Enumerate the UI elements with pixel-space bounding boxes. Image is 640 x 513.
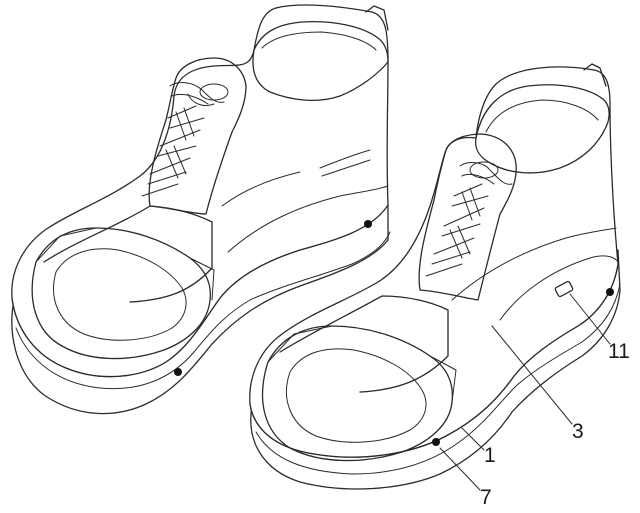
right-shoe-heel-counter [500, 256, 618, 320]
left-shoe-heel-dot [364, 220, 372, 228]
left-shoe-tongue [149, 58, 246, 214]
label-7: 7 [480, 486, 492, 509]
left-shoe-sole-band [16, 232, 390, 389]
right-shoe-collar [476, 85, 610, 173]
right-shoe-laces [426, 162, 512, 276]
right-shoe-sole-band [256, 284, 620, 474]
leader-11 [570, 294, 610, 344]
left-shoe-collar-lining [262, 32, 376, 50]
right-shoe-heel-dot [606, 288, 614, 296]
right-shoe [250, 64, 620, 489]
left-shoe-quarter-seam [228, 186, 388, 252]
component-7-dot [432, 438, 440, 446]
right-shoe-heel-tab [584, 64, 606, 86]
leader-1 [462, 428, 484, 450]
left-shoe-side-stripe [222, 150, 370, 206]
leader-7 [440, 448, 480, 490]
left-shoe-collar [253, 22, 388, 101]
leader-3 [492, 326, 572, 424]
label-3: 3 [572, 420, 584, 443]
right-shoe-tongue [419, 134, 516, 300]
left-shoe-toe-inner [54, 249, 187, 340]
right-shoe-collar-lining [486, 100, 598, 132]
left-shoe [12, 5, 390, 414]
left-shoe-laces [142, 83, 228, 196]
callouts: 11 3 1 7 [440, 294, 630, 509]
left-shoe-upper [12, 5, 388, 377]
left-shoe-side-panel [44, 206, 212, 302]
right-shoe-toe-inner [286, 349, 426, 442]
right-shoe-quarter-seam [452, 228, 616, 300]
right-shoe-toe-strap [268, 326, 456, 402]
left-shoe-heel-tab [366, 6, 388, 30]
left-shoe-toe-dot [174, 368, 182, 376]
left-shoe-toe-strap [36, 228, 214, 300]
label-11: 11 [608, 340, 630, 363]
label-1: 1 [484, 444, 496, 467]
component-11-slot [555, 281, 574, 297]
right-shoe-side-panel [280, 296, 448, 392]
